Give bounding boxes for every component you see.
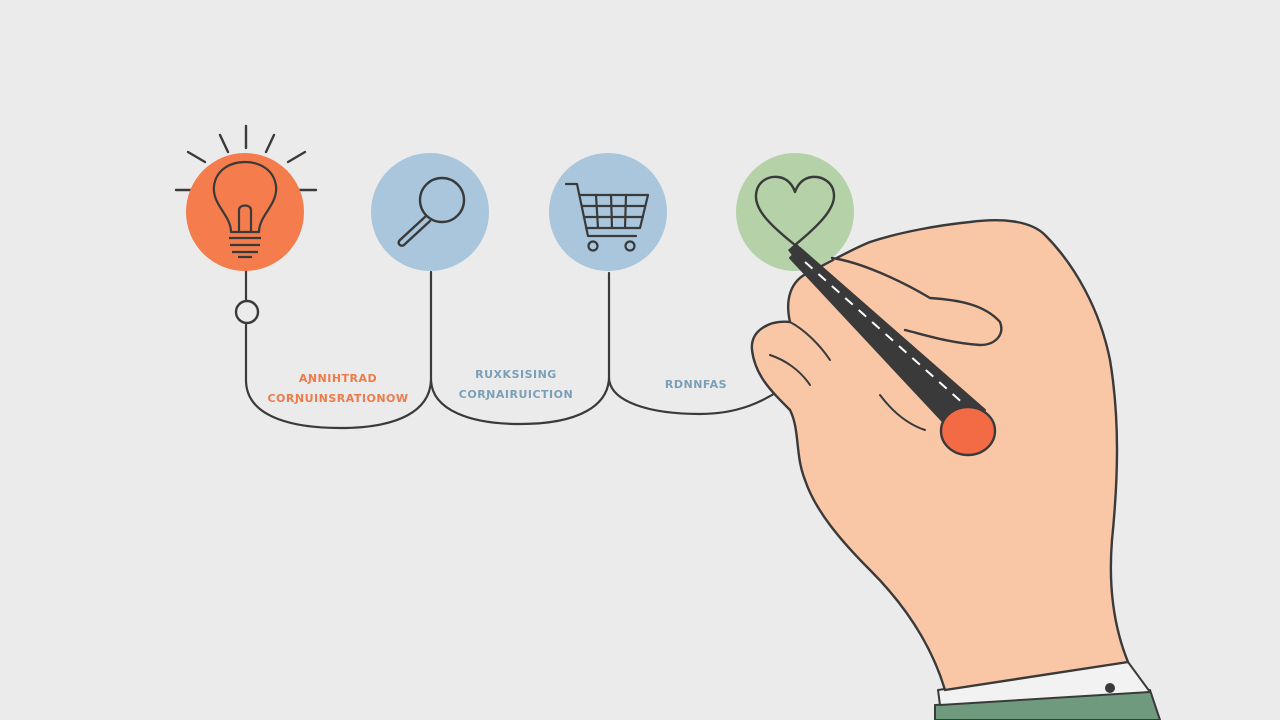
stage1-label-line1: AƝNIHTRAD bbox=[299, 372, 377, 385]
start-node bbox=[234, 299, 260, 325]
stage-research bbox=[371, 153, 489, 271]
connector-lines bbox=[244, 269, 782, 430]
stage2-label-line1: RUXKSISING bbox=[475, 368, 557, 381]
magnifier-icon bbox=[397, 176, 466, 247]
shopping-cart-icon bbox=[564, 182, 650, 252]
sleeve bbox=[934, 688, 1162, 720]
stage3-label-line1: RDNNFAS bbox=[665, 378, 727, 391]
thumb bbox=[830, 256, 1003, 347]
cuff-button bbox=[1105, 683, 1115, 693]
stage-idea bbox=[174, 124, 318, 271]
marker bbox=[788, 243, 997, 457]
lightbulb-icon bbox=[212, 160, 278, 259]
connector-curve-2 bbox=[429, 271, 611, 426]
marker-cap bbox=[939, 405, 997, 457]
finger-fold-2 bbox=[769, 354, 811, 386]
loyalty-circle bbox=[736, 153, 854, 271]
stage-purchase bbox=[549, 153, 667, 271]
hand bbox=[750, 219, 1130, 692]
stage2-label-line2: CORƝAIRUICTION bbox=[459, 388, 573, 401]
finger-fold-3 bbox=[879, 394, 926, 431]
purchase-circle bbox=[549, 153, 667, 271]
stage-loyalty bbox=[736, 153, 854, 271]
heart-icon bbox=[754, 175, 836, 247]
stage1-label-line2: CORƝUINSRATIONOW bbox=[267, 392, 408, 405]
marker-nib bbox=[788, 243, 803, 258]
idea-circle bbox=[186, 153, 304, 271]
drawing-hand bbox=[750, 219, 1162, 720]
research-circle bbox=[371, 153, 489, 271]
finger-fold-1 bbox=[789, 321, 831, 361]
connector-curve-3 bbox=[607, 376, 782, 416]
connector-curve-1 bbox=[244, 270, 433, 430]
